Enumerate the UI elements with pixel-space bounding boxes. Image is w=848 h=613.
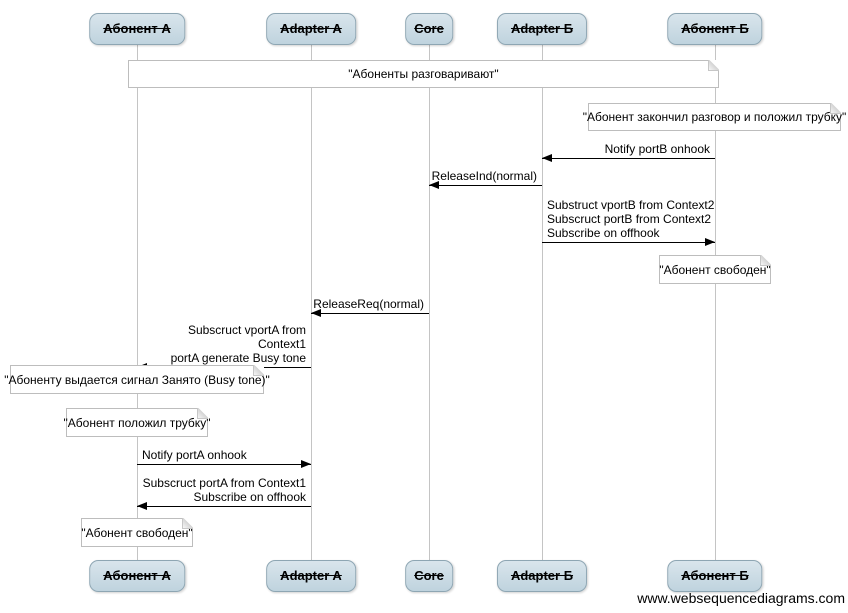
message-label: ReleaseInd(normal): [431, 169, 537, 183]
arrowhead-icon: [311, 309, 321, 317]
note-b-free: "Абонент свободен": [659, 255, 771, 284]
message-substruct-vportb: Substruct vportB from Context2 Subscruct…: [542, 198, 715, 246]
message-release-ind: ReleaseInd(normal): [429, 169, 542, 189]
note-fold-icon: [253, 365, 264, 376]
message-line: [542, 154, 715, 162]
message-label: Substruct vportB from Context2 Subscruct…: [547, 198, 715, 240]
message-release-req: ReleaseReq(normal): [311, 297, 429, 317]
actor-label: Adapter Б: [510, 21, 574, 36]
arrowhead-icon: [301, 460, 311, 468]
actor-label: Adapter A: [280, 568, 342, 583]
actor-label: Абонент Б: [681, 21, 749, 36]
note-fold-icon: [708, 60, 719, 71]
note-text: "Абонент закончил разговор и положил тру…: [582, 110, 847, 124]
lifeline-adapter-b: [542, 43, 543, 561]
lifeline-core: [429, 43, 430, 561]
actor-label: Абонент А: [103, 21, 171, 36]
actor-top-adapter-a: Adapter A: [266, 13, 356, 45]
arrowhead-icon: [137, 502, 147, 510]
arrowhead-icon: [542, 154, 552, 162]
actor-top-adapter-b: Adapter Б: [496, 13, 588, 45]
message-subscruct-vporta: Subscruct vportA from Context1 portA gen…: [137, 323, 311, 371]
lifeline-adapter-a: [311, 43, 312, 561]
message-line: [311, 309, 429, 317]
message-line: [429, 181, 542, 189]
lifeline-abonent-b: [715, 43, 716, 561]
actor-label: Core: [414, 21, 444, 36]
message-notify-porta-onhook: Notify portA onhook: [137, 448, 311, 468]
actor-bottom-abonent-a: Абонент А: [89, 560, 185, 592]
actor-bottom-adapter-a: Adapter A: [266, 560, 356, 592]
note-b-finished-call: "Абонент закончил разговор и положил тру…: [583, 103, 846, 131]
note-fold-icon: [760, 255, 771, 266]
watermark: www.websequencediagrams.com: [637, 590, 845, 606]
arrowhead-icon: [429, 181, 439, 189]
message-notify-portb-onhook: Notify portB onhook: [542, 142, 715, 162]
note-a-busy-tone: "Абоненту выдается сигнал Занято (Busy t…: [4, 365, 270, 394]
actor-bottom-abonent-b: Абонент Б: [667, 560, 763, 592]
arrowhead-icon: [705, 238, 715, 246]
message-line: [137, 460, 311, 468]
actor-top-abonent-b: Абонент Б: [667, 13, 763, 45]
note-fold-icon: [182, 518, 193, 529]
lifeline-abonent-a: [137, 43, 138, 561]
message-label: ReleaseReq(normal): [313, 297, 424, 311]
message-label: Subscruct vportA from Context1 portA gen…: [170, 323, 306, 365]
actor-top-abonent-a: Абонент А: [89, 13, 185, 45]
actor-top-core: Core: [405, 13, 453, 45]
actor-label: Абонент А: [103, 568, 171, 583]
message-line: [137, 502, 311, 510]
message-line: [542, 238, 715, 246]
note-text: "Абоненту выдается сигнал Занято (Busy t…: [4, 372, 270, 387]
message-label: Notify portB onhook: [604, 142, 710, 156]
message-subscruct-porta: Subscruct portA from Context1 Subscribe …: [137, 476, 311, 510]
note-conversation: "Абоненты разговаривают": [128, 60, 719, 88]
actor-label: Абонент Б: [681, 568, 749, 583]
note-fold-icon: [830, 103, 841, 114]
actor-label: Core: [414, 568, 444, 583]
actor-label: Adapter A: [280, 21, 342, 36]
note-text: "Абоненты разговаривают": [348, 67, 499, 81]
note-text: "Абонент положил трубку": [63, 415, 211, 430]
actor-bottom-core: Core: [405, 560, 453, 592]
actor-label: Adapter Б: [510, 568, 574, 583]
note-text: "Абонент свободен": [659, 262, 771, 277]
note-fold-icon: [197, 408, 208, 419]
note-a-hangup: "Абонент положил трубку": [63, 408, 211, 437]
message-label: Notify portA onhook: [142, 448, 247, 462]
note-text: "Абонент свободен": [81, 525, 193, 540]
note-a-free: "Абонент свободен": [81, 518, 193, 547]
actor-bottom-adapter-b: Adapter Б: [496, 560, 588, 592]
message-label: Subscruct portA from Context1 Subscribe …: [142, 476, 306, 504]
